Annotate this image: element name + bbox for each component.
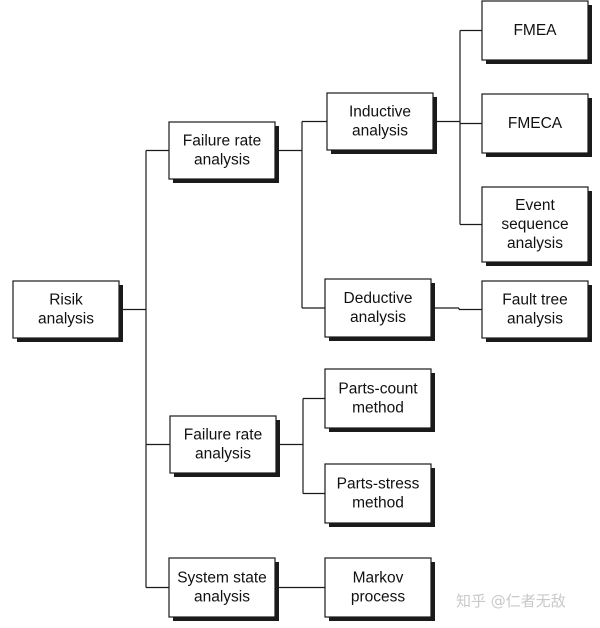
node-label: Failure rate [184,427,262,444]
node-deductive: Deductive analysis [324,278,435,341]
node-box [324,557,432,618]
node-box [324,278,432,338]
node-label: Event [515,197,555,214]
node-label: Inductive [349,104,411,121]
node-label: analysis [38,311,94,328]
node-label: FMEA [513,22,557,39]
node-label: Fault tree [502,292,567,309]
node-faulttree: Fault tree analysis [481,280,592,342]
node-label: Parts-count [338,381,418,398]
node-box [168,557,276,618]
node-frate1: Failure rate analysis [168,121,279,183]
node-label: process [351,589,406,606]
node-box [326,92,434,151]
node-label: analysis [195,446,251,463]
node-label: Parts-stress [337,476,420,493]
node-box [481,93,589,154]
node-label: method [352,495,404,512]
node-partscount: Parts-count method [324,368,435,432]
node-box [481,186,589,263]
node-label: System state [177,570,267,587]
node-label: analysis [350,309,406,326]
node-label: analysis [507,235,563,252]
node-label: Markov [353,570,404,587]
node-box [481,280,589,339]
node-label: analysis [507,311,563,328]
node-partsstress: Parts-stress method [324,463,435,527]
node-markov: Markov process [324,557,435,621]
connector-lines [123,29,482,589]
node-box [324,463,432,524]
node-frate2: Failure rate analysis [169,415,280,477]
node-box [168,121,276,180]
node-box [324,368,432,429]
node-systemstate: System state analysis [168,557,279,621]
node-risk: Risik analysis [12,280,123,342]
node-fmeca: FMECA [481,93,592,157]
node-label: analysis [352,123,408,140]
node-label: method [352,400,404,417]
node-fmea: FMEA [481,0,592,64]
node-label: Deductive [344,290,413,307]
node-label: sequence [501,216,568,233]
node-inductive: Inductive analysis [326,92,437,154]
node-label: FMECA [508,115,563,132]
watermark: 知乎 @仁者无敌 [456,592,566,610]
node-box [169,415,277,474]
node-eventseq: Event sequence analysis [481,186,592,266]
node-box [12,280,120,339]
node-label: Risik [49,292,83,309]
node-box [481,0,589,61]
node-label: Failure rate [183,133,261,150]
node-label: analysis [194,152,250,169]
node-label: analysis [194,589,250,606]
